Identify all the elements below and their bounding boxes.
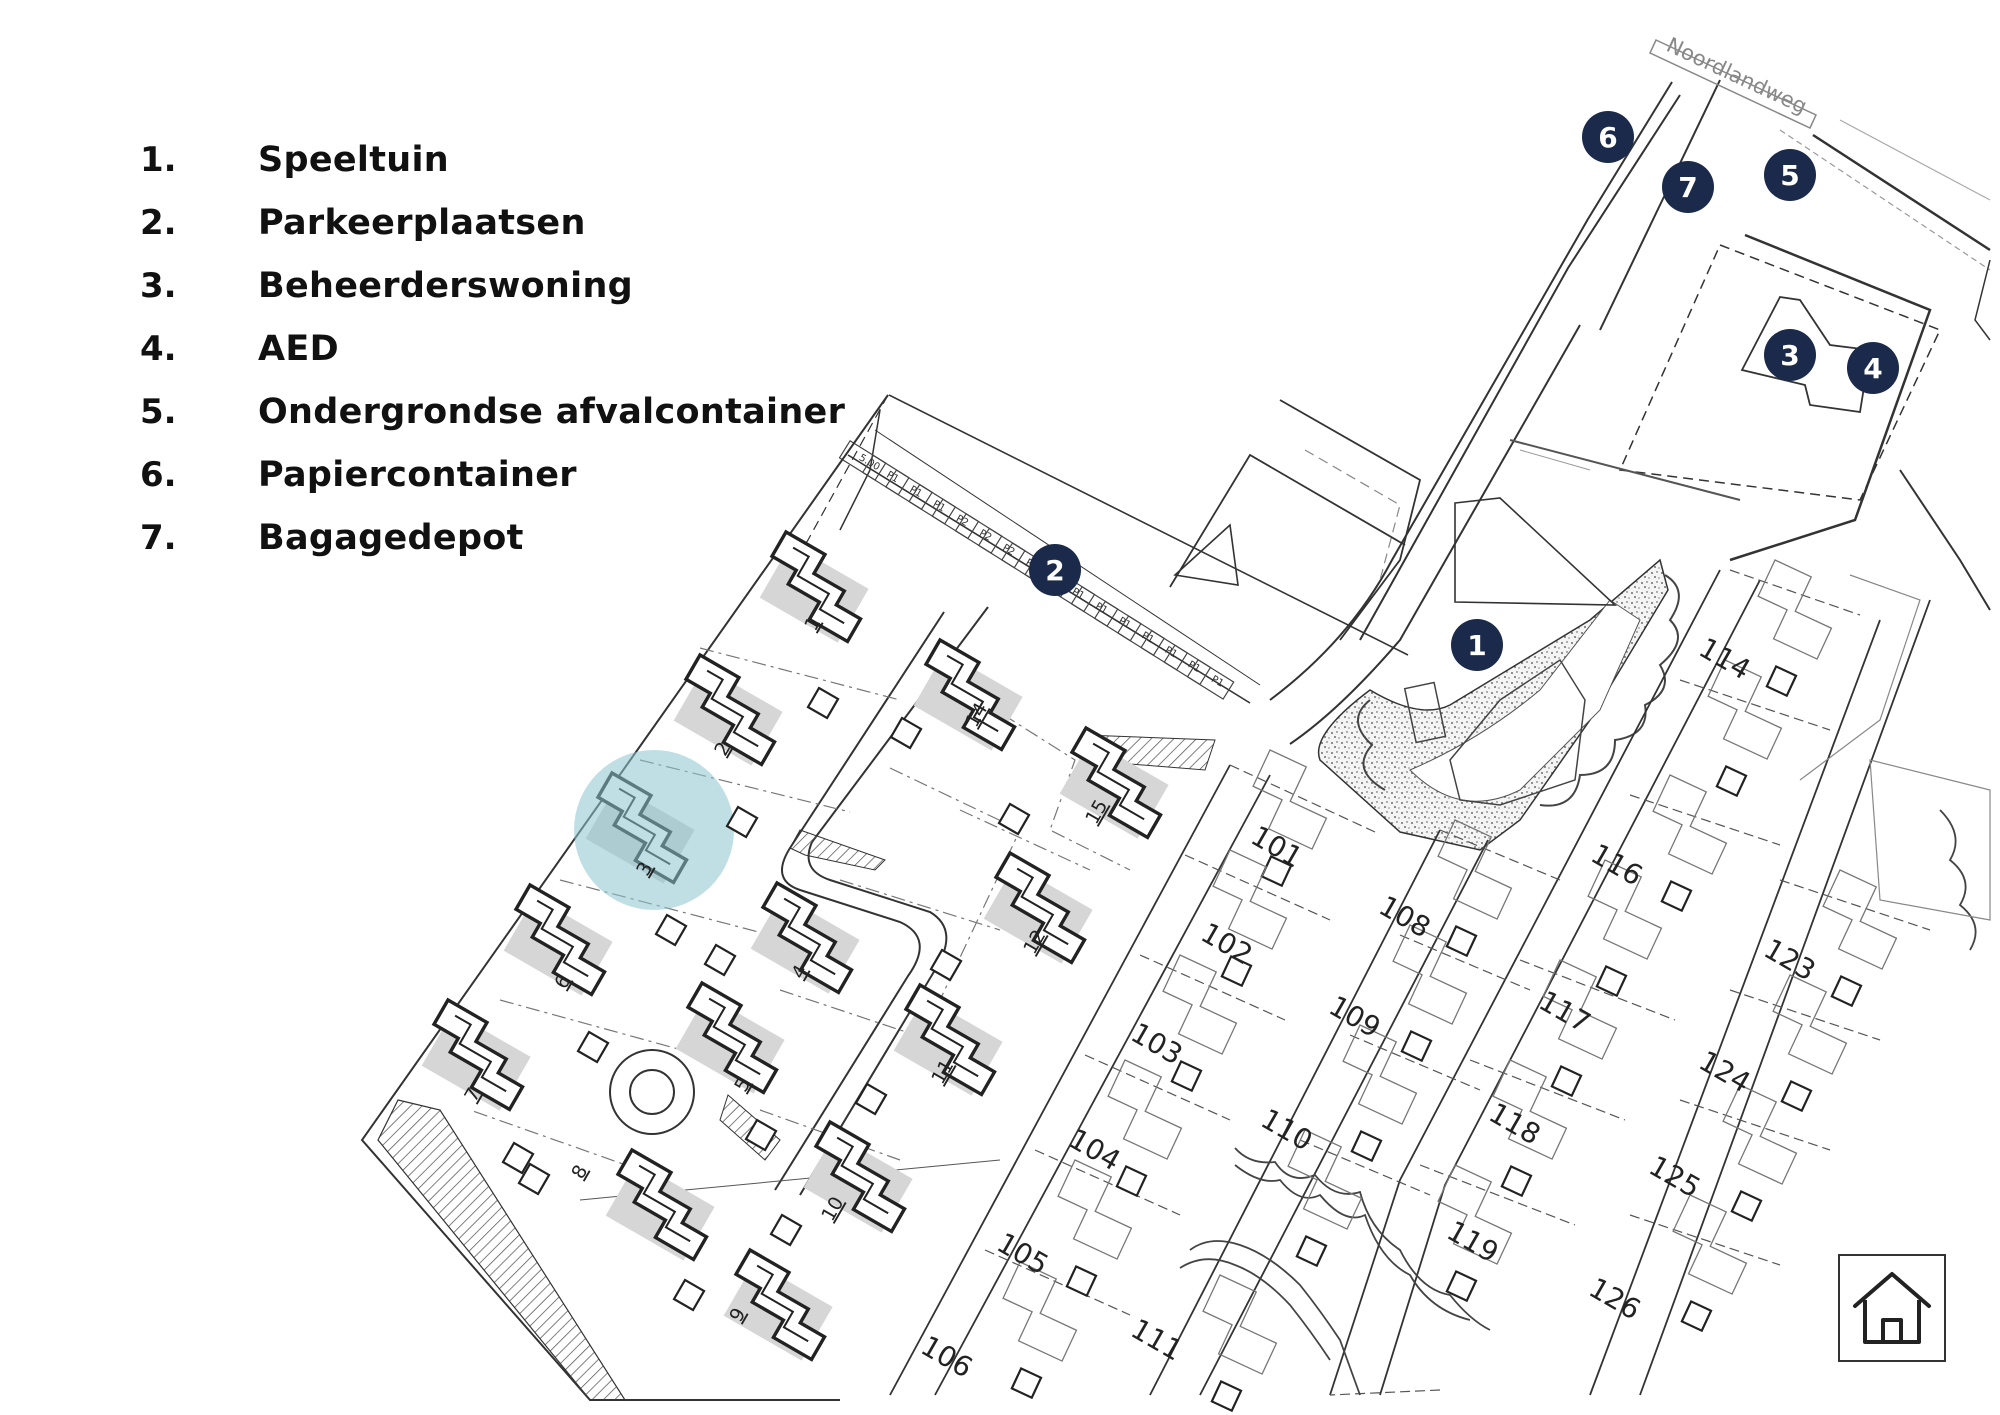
map-marker-5[interactable]: 5: [1764, 149, 1816, 201]
street-label: Noordlandweg: [1663, 33, 1811, 119]
plot-label-123: 123: [1758, 932, 1821, 987]
legend-label: Bagagedepot: [258, 517, 524, 558]
plot-label-8: 8: [567, 1161, 592, 1182]
plot-label-114: 114: [1693, 631, 1756, 686]
map-markers: 1 2 3 4 5 6 7: [1029, 111, 1899, 671]
legend-number: 3.: [140, 265, 177, 306]
home-button[interactable]: [1838, 1254, 1946, 1362]
marker-circle: [1847, 342, 1899, 394]
legend-label: Speeltuin: [258, 139, 449, 180]
parking-stall: [1117, 615, 1165, 657]
map-marker-4[interactable]: 4: [1847, 342, 1899, 394]
legend-item-papiercontainer: 6. Papiercontainer: [140, 443, 845, 506]
plot-label-117: 117: [1533, 984, 1596, 1039]
parking-stall: [931, 498, 980, 540]
legend-item-parkeerplaatsen: 2. Parkeerplaatsen: [140, 191, 845, 254]
parking-stall: [1163, 644, 1212, 686]
legend-number: 6.: [140, 454, 177, 495]
plot-label-126: 126: [1583, 1271, 1646, 1326]
parking-area: [839, 394, 1422, 704]
parking-stall: [838, 440, 887, 481]
plot-dividers-right: [984, 569, 1931, 1396]
houses-right: [969, 558, 1914, 1415]
parking-stall: [954, 513, 1003, 554]
legend-item-bagagedepot: 7. Bagagedepot: [140, 506, 845, 569]
map-marker-1[interactable]: 1: [1451, 619, 1503, 671]
map-marker-3[interactable]: 3: [1764, 329, 1816, 381]
marker-number: 1: [1467, 629, 1486, 662]
legend-number: 4.: [140, 328, 177, 369]
marker-number: 7: [1678, 171, 1697, 204]
plot-labels: 1234567891011121415101102103104105106108…: [460, 613, 1821, 1384]
legend-label: Parkeerplaatsen: [258, 202, 586, 243]
legend-item-aed: 4. AED: [140, 317, 845, 380]
legend-number: 5.: [140, 391, 177, 432]
parking-stall: [861, 454, 910, 496]
parking-stall: [885, 469, 933, 511]
legend-label: Papiercontainer: [258, 454, 577, 495]
plot-label-125: 125: [1643, 1149, 1706, 1204]
marker-number: 6: [1598, 121, 1617, 154]
marker-circle: [1029, 544, 1081, 596]
legend-label: AED: [258, 328, 339, 369]
map-marker-6[interactable]: 6: [1582, 111, 1634, 163]
legend-label: Ondergrondse afvalcontainer: [258, 391, 846, 432]
marker-circle: [1582, 111, 1634, 163]
houses-left: [411, 530, 1182, 1367]
marker-circle: [1764, 329, 1816, 381]
legend: 1. Speeltuin 2. Parkeerplaatsen 3. Behee…: [140, 128, 845, 569]
plot-grid-right: [889, 569, 1931, 1396]
parking-stall: [1093, 600, 1142, 642]
highlight-plot-3: [574, 750, 734, 910]
legend-item-beheerderswoning: 3. Beheerderswoning: [140, 254, 845, 317]
parking-stall: [1186, 659, 1235, 700]
legend-number: 1.: [140, 139, 177, 180]
playground: [1317, 497, 1680, 851]
legend-item-speeltuin: 1. Speeltuin: [140, 128, 845, 191]
marker-circle: [1764, 149, 1816, 201]
parking-stall: [977, 527, 1026, 569]
marker-circle: [1451, 619, 1503, 671]
parking-stall: [1070, 586, 1119, 627]
parking-label: P1: [1209, 674, 1225, 690]
map-marker-7[interactable]: 7: [1662, 161, 1714, 213]
hedges-right: [1179, 809, 1977, 1396]
map-marker-2[interactable]: 2: [1029, 544, 1081, 596]
side-buildings-right: [1799, 574, 1991, 921]
plot-label-118: 118: [1483, 1096, 1546, 1151]
marker-number: 2: [1045, 554, 1064, 587]
plot-label-106: 106: [915, 1329, 978, 1384]
legend-number: 7.: [140, 517, 177, 558]
parking-stall: [908, 483, 957, 525]
marker-number: 4: [1863, 352, 1882, 385]
marker-number: 3: [1780, 339, 1799, 372]
sheds-left: [501, 686, 1031, 1312]
plot-label-102: 102: [1195, 916, 1258, 971]
plot-label-119: 119: [1441, 1214, 1504, 1269]
street-noordlandweg: Noordlandweg: [1649, 33, 1991, 271]
legend-label: Beheerderswoning: [258, 265, 634, 306]
parking-stall: [1140, 629, 1189, 671]
plot-label-110: 110: [1255, 1102, 1318, 1157]
plot-label-111: 111: [1125, 1312, 1188, 1367]
plot-label-116: 116: [1585, 837, 1648, 892]
marker-number: 5: [1780, 159, 1799, 192]
legend-number: 2.: [140, 202, 177, 243]
legend-item-afvalcontainer: 5. Ondergrondse afvalcontainer: [140, 380, 845, 443]
manager-plot: [1509, 233, 1991, 611]
marker-circle: [1662, 161, 1714, 213]
home-icon: [1853, 1272, 1931, 1344]
